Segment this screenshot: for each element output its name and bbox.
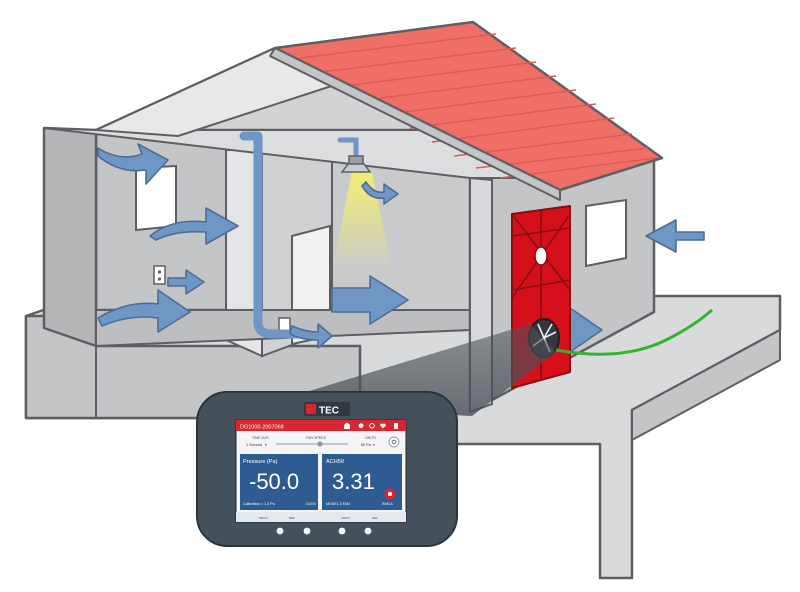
bottom-tab-bar: INPUT REF INPUT REF: [236, 512, 406, 522]
brand-name: TEC: [319, 406, 339, 417]
tab-ref-1[interactable]: REF: [289, 516, 295, 520]
hardware-buttons: [276, 527, 372, 535]
model-label[interactable]: MODEL 3 FAN: [326, 502, 350, 506]
pressure-hose: [555, 308, 713, 356]
header-icons: [344, 422, 398, 430]
time-avg-dropdown-icon: ▾: [265, 443, 267, 447]
arrow-outlet-in: [167, 269, 205, 295]
roof: [269, 20, 664, 201]
arrow-room-flow: [331, 275, 409, 325]
arrow-right-wall-in: [645, 219, 705, 253]
ach-value: 3.31: [332, 469, 375, 494]
door-port: [534, 246, 548, 266]
pressure-gauge-device: TEC DG1000-2007068 TIME AVG 1 Second ▾ F…: [196, 391, 458, 547]
time-avg-label: TIME AVG: [252, 436, 269, 440]
tab-input-2[interactable]: INPUT: [341, 516, 350, 520]
device-id: DG1000-2007068: [240, 425, 284, 431]
screen-header: [236, 420, 406, 431]
arrow-floor-in: [97, 289, 191, 333]
time-avg-value[interactable]: 1 Second: [246, 443, 262, 447]
brand-logo: TEC: [304, 402, 350, 417]
pressure-value: -50.0: [249, 469, 299, 494]
arrow-attic-in: [97, 143, 169, 185]
units-dropdown-icon: ▾: [373, 443, 375, 447]
heart-icon[interactable]: [380, 423, 386, 429]
hardware-button-3[interactable]: [338, 527, 346, 535]
device-screen: DG1000-2007068 TIME AVG 1 Second ▾ FAN S…: [235, 419, 407, 523]
tab-input-1[interactable]: INPUT: [259, 516, 268, 520]
hardware-button-2[interactable]: [303, 527, 311, 535]
duct: [239, 131, 305, 339]
ach-tile: [322, 454, 402, 510]
calibration-text: Calibration = 1.3 Pa: [243, 502, 275, 506]
fan-speed-label: FAN SPEED: [306, 436, 327, 440]
start-stop-button[interactable]: [388, 436, 400, 448]
pressure-tile: [240, 454, 318, 510]
refresh-icon[interactable]: [369, 423, 375, 429]
ceiling: [43, 47, 561, 179]
pressure-label: Pressure (Pa): [243, 459, 278, 465]
pressure-range-text: 10,000: [306, 502, 316, 506]
units-label: UNITS: [365, 436, 376, 440]
arrow-register-in: [289, 323, 333, 349]
hardware-button-4[interactable]: [364, 527, 372, 535]
units-value[interactable]: 50 Pa: [361, 443, 372, 447]
power-icon: [391, 439, 397, 445]
fan-speed-thumb[interactable]: [317, 441, 323, 447]
arrow-light-in: [361, 181, 399, 205]
gear-icon[interactable]: [358, 423, 364, 429]
battery-icon: [394, 423, 398, 429]
ring-label[interactable]: RING A: [382, 502, 394, 506]
hardware-button-1[interactable]: [276, 527, 284, 535]
arrow-window-in: [149, 207, 239, 245]
tab-ref-2[interactable]: REF: [372, 516, 378, 520]
home-icon[interactable]: [344, 422, 350, 430]
ach-label: ACH50: [326, 459, 344, 465]
